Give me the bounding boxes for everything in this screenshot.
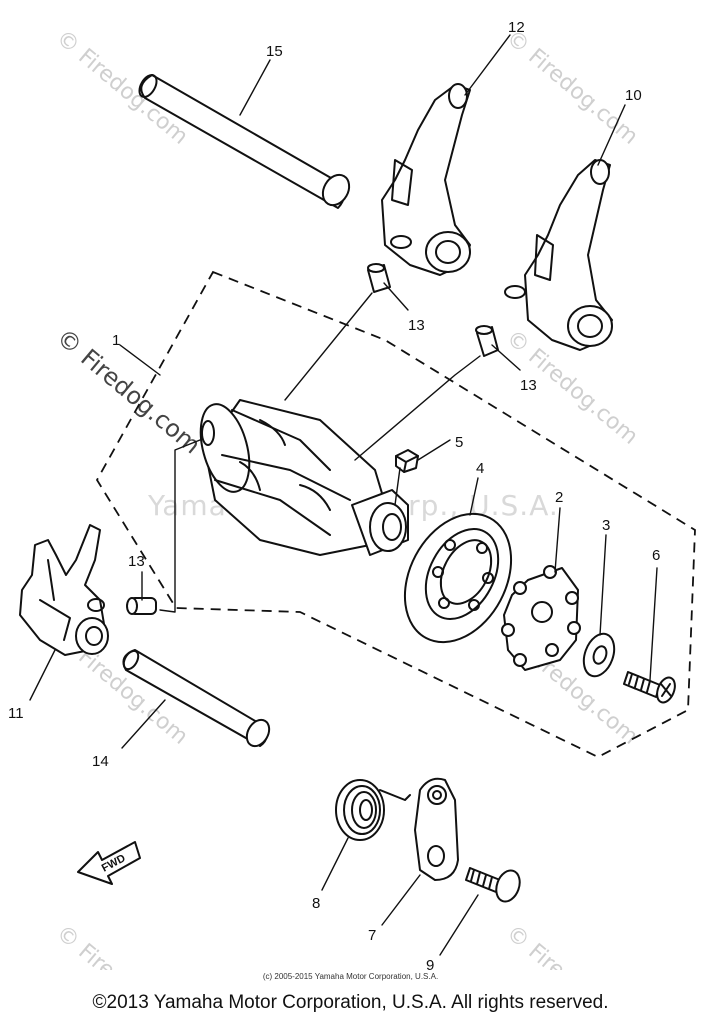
watermark-top-right: © Firedog.com [501, 25, 642, 149]
label-13-left: 13 [128, 553, 145, 570]
footer-copyright: ©2013 Yamaha Motor Corporation, U.S.A. A… [92, 992, 609, 1013]
label-7: 7 [368, 927, 376, 944]
small-copyright: (c) 2005-2015 Yamaha Motor Corporation, … [262, 972, 439, 981]
label-13-top: 13 [408, 317, 425, 334]
part-5-dowel [395, 449, 419, 473]
part-3-washer [582, 632, 616, 678]
label-6: 6 [652, 547, 660, 564]
label-11: 11 [8, 705, 24, 722]
watermark-bottom-right: © Firedog.com [501, 920, 642, 970]
part-labels: 1 2 3 4 5 6 7 8 9 10 11 12 13 13 13 14 1… [8, 19, 660, 970]
part-6-screw [623, 671, 676, 704]
leader-lines [29, 34, 658, 956]
label-3: 3 [602, 517, 610, 534]
part-7-shift-arm [414, 777, 459, 881]
parts-diagram: © Firedog.com © Firedog.com © Firedog.co… [8, 19, 696, 970]
part-11-shift-fork [19, 524, 109, 656]
part-4-bearing [403, 512, 513, 644]
part-13-pin-left [126, 597, 157, 615]
label-5: 5 [455, 434, 463, 451]
part-2-segment [501, 565, 581, 671]
part-15-shift-fork-guide-bar [138, 74, 351, 209]
part-9-bolt [465, 867, 521, 903]
label-10: 10 [625, 87, 642, 104]
part-13-pin-top [367, 263, 391, 293]
label-8: 8 [312, 895, 320, 912]
label-14: 14 [92, 753, 109, 770]
fwd-arrow-icon: FWD [77, 841, 141, 885]
watermark-mid-left: © Firedog.com [51, 323, 206, 459]
part-1-shift-drum-assembly [199, 399, 409, 556]
label-1: 1 [112, 332, 120, 349]
part-8-torsion-spring [335, 779, 411, 841]
part-12-shift-fork [381, 83, 471, 276]
part-10-shift-fork [504, 159, 613, 351]
watermark-bottom-left: © Firedog.com [51, 920, 192, 970]
part-13-pin-right [475, 325, 499, 357]
label-12: 12 [508, 19, 525, 36]
label-4: 4 [476, 460, 484, 477]
part-14-shift-fork-guide-bar [122, 649, 271, 748]
label-9: 9 [426, 957, 434, 970]
label-15: 15 [266, 43, 283, 60]
label-13-right: 13 [520, 377, 537, 394]
label-2: 2 [555, 489, 563, 506]
assembly-boundary [95, 270, 696, 759]
